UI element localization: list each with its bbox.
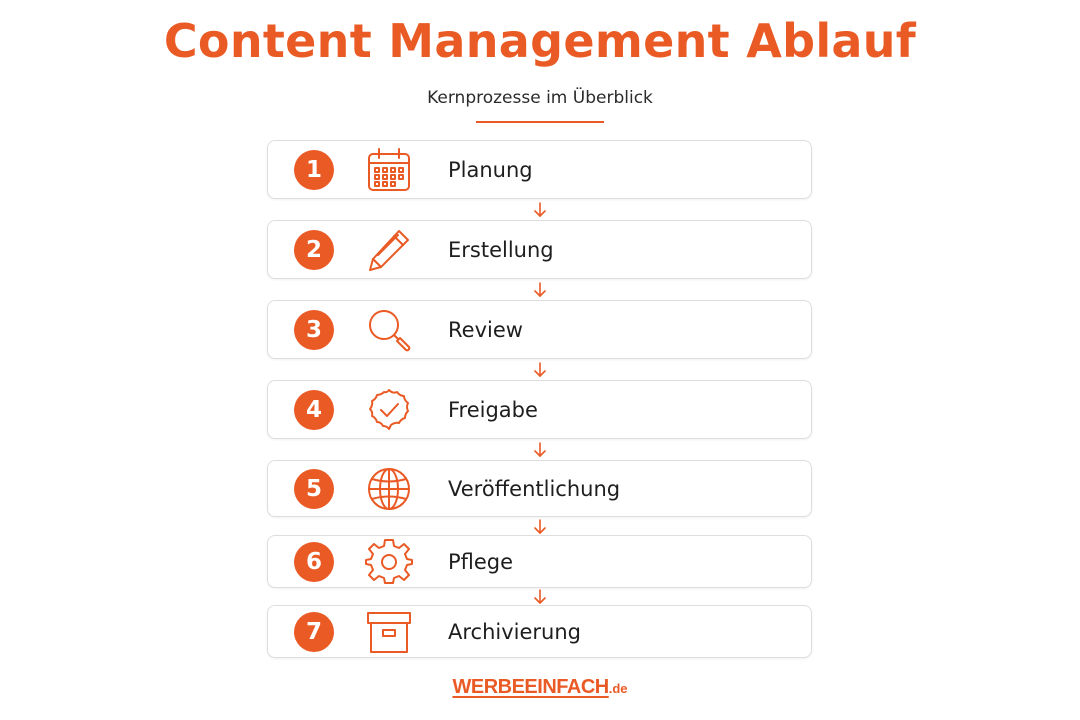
step-card-veroeffentlichung: 5 Veröffentlichung bbox=[267, 460, 812, 517]
archive-box-icon bbox=[365, 608, 413, 656]
step-label: Pflege bbox=[448, 549, 514, 574]
step-label: Review bbox=[448, 317, 523, 342]
step-number-badge: 7 bbox=[294, 611, 334, 652]
brand-logo: WERBEEINFACH.de bbox=[0, 676, 1080, 699]
step-card-pflege: 6 Pflege bbox=[267, 535, 812, 588]
step-number-badge: 4 bbox=[294, 389, 334, 430]
step-card-planung: 1 Planung bbox=[267, 140, 812, 199]
page-subtitle: Kernprozesse im Überblick bbox=[427, 88, 653, 108]
step-card-archivierung: 7 Archivierung bbox=[267, 605, 812, 658]
arrow-down-icon bbox=[533, 362, 547, 378]
arrow-down-icon bbox=[533, 442, 547, 458]
gear-icon bbox=[365, 538, 413, 586]
step-label: Erstellung bbox=[448, 237, 554, 262]
step-card-erstellung: 2 Erstellung bbox=[267, 220, 812, 279]
page-title: Content Management Ablauf bbox=[163, 14, 917, 68]
approval-badge-icon bbox=[365, 386, 413, 434]
step-label: Planung bbox=[448, 157, 533, 182]
step-number-badge: 3 bbox=[294, 309, 334, 350]
globe-icon bbox=[365, 465, 413, 513]
step-card-review: 3 Review bbox=[267, 300, 812, 359]
logo-wordmark: WERBEEINFACH bbox=[452, 676, 609, 698]
step-label: Freigabe bbox=[448, 397, 538, 422]
arrow-down-icon bbox=[533, 519, 547, 535]
step-label: Veröffentlichung bbox=[448, 476, 621, 501]
step-card-freigabe: 4 Freigabe bbox=[267, 380, 812, 439]
title-underline bbox=[476, 121, 604, 123]
step-label: Archivierung bbox=[448, 619, 581, 644]
arrow-down-icon bbox=[533, 202, 547, 218]
pencil-icon bbox=[365, 226, 413, 274]
step-number-badge: 5 bbox=[294, 468, 334, 509]
calendar-icon bbox=[365, 146, 413, 194]
step-number-badge: 2 bbox=[294, 229, 334, 270]
step-number-badge: 1 bbox=[294, 149, 334, 190]
arrow-down-icon bbox=[533, 589, 547, 605]
arrow-down-icon bbox=[533, 282, 547, 298]
magnifier-icon bbox=[365, 306, 413, 354]
step-number-badge: 6 bbox=[294, 541, 334, 582]
logo-tld: .de bbox=[608, 681, 628, 696]
